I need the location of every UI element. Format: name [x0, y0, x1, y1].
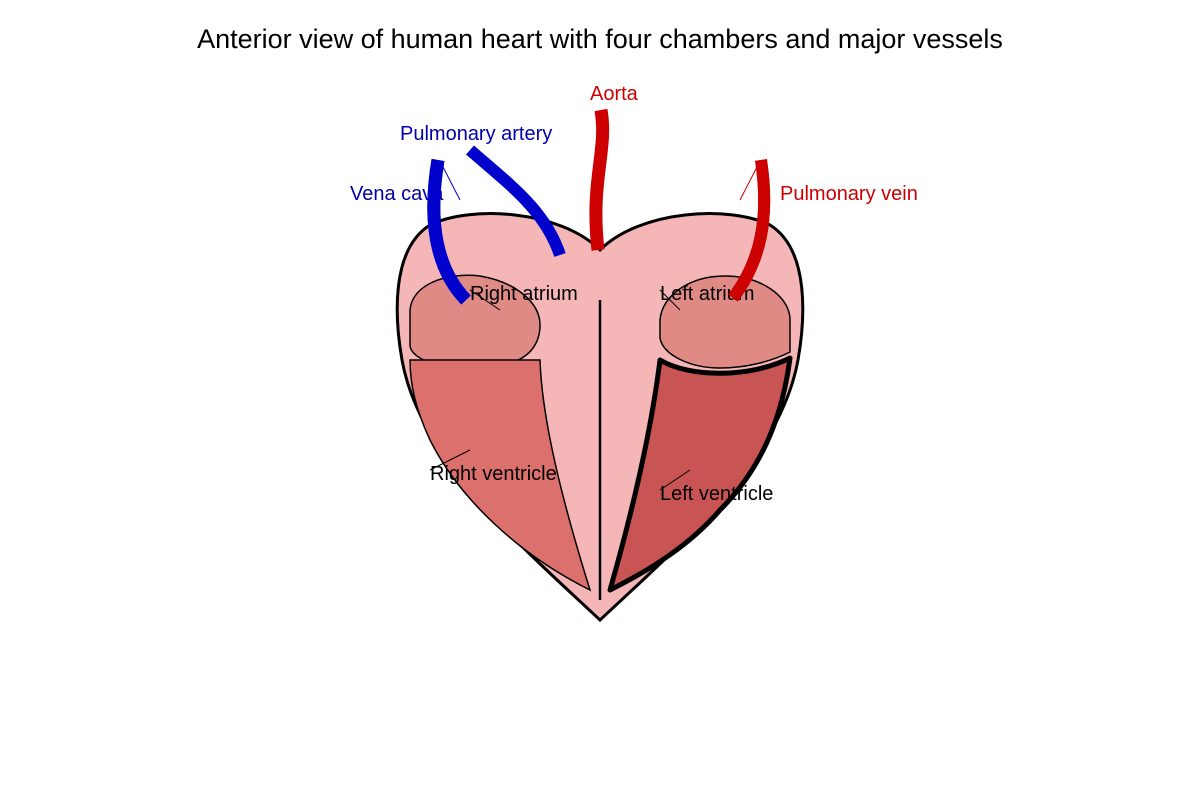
- vena-cava-vessel-overlay: [427, 158, 471, 305]
- pulmonary-vein-vessel-overlay: [728, 159, 771, 302]
- aorta-label: Aorta: [590, 83, 639, 105]
- aorta-vessel: [589, 108, 610, 251]
- left-atrium-leader: [659, 289, 681, 311]
- right-atrium-label: Right atrium: [470, 283, 578, 305]
- pulmonary-artery-vessel: [466, 145, 566, 258]
- vena-cava-label: Vena cava: [350, 183, 444, 205]
- left-atrium-label: Left atrium: [660, 283, 754, 305]
- vena-cava-leader: [442, 166, 461, 201]
- right-atrium-leader: [469, 289, 501, 311]
- left-atrium-chamber: [659, 275, 791, 369]
- pulmonary-vein-label: Pulmonary vein: [780, 183, 918, 205]
- right-ventricle-chamber: [409, 359, 592, 592]
- right-ventricle-leader: [429, 449, 471, 471]
- pulmonary-artery-label: Pulmonary artery: [400, 123, 552, 145]
- left-ventricle-chamber: [607, 355, 793, 593]
- right-ventricle-label: Right ventricle: [430, 463, 557, 485]
- left-ventricle-leader: [659, 469, 691, 491]
- diagram-title: Anterior view of human heart with four c…: [197, 24, 1003, 54]
- pulmonary-vein-leader: [739, 166, 758, 201]
- left-ventricle-label: Left ventricle: [660, 483, 773, 505]
